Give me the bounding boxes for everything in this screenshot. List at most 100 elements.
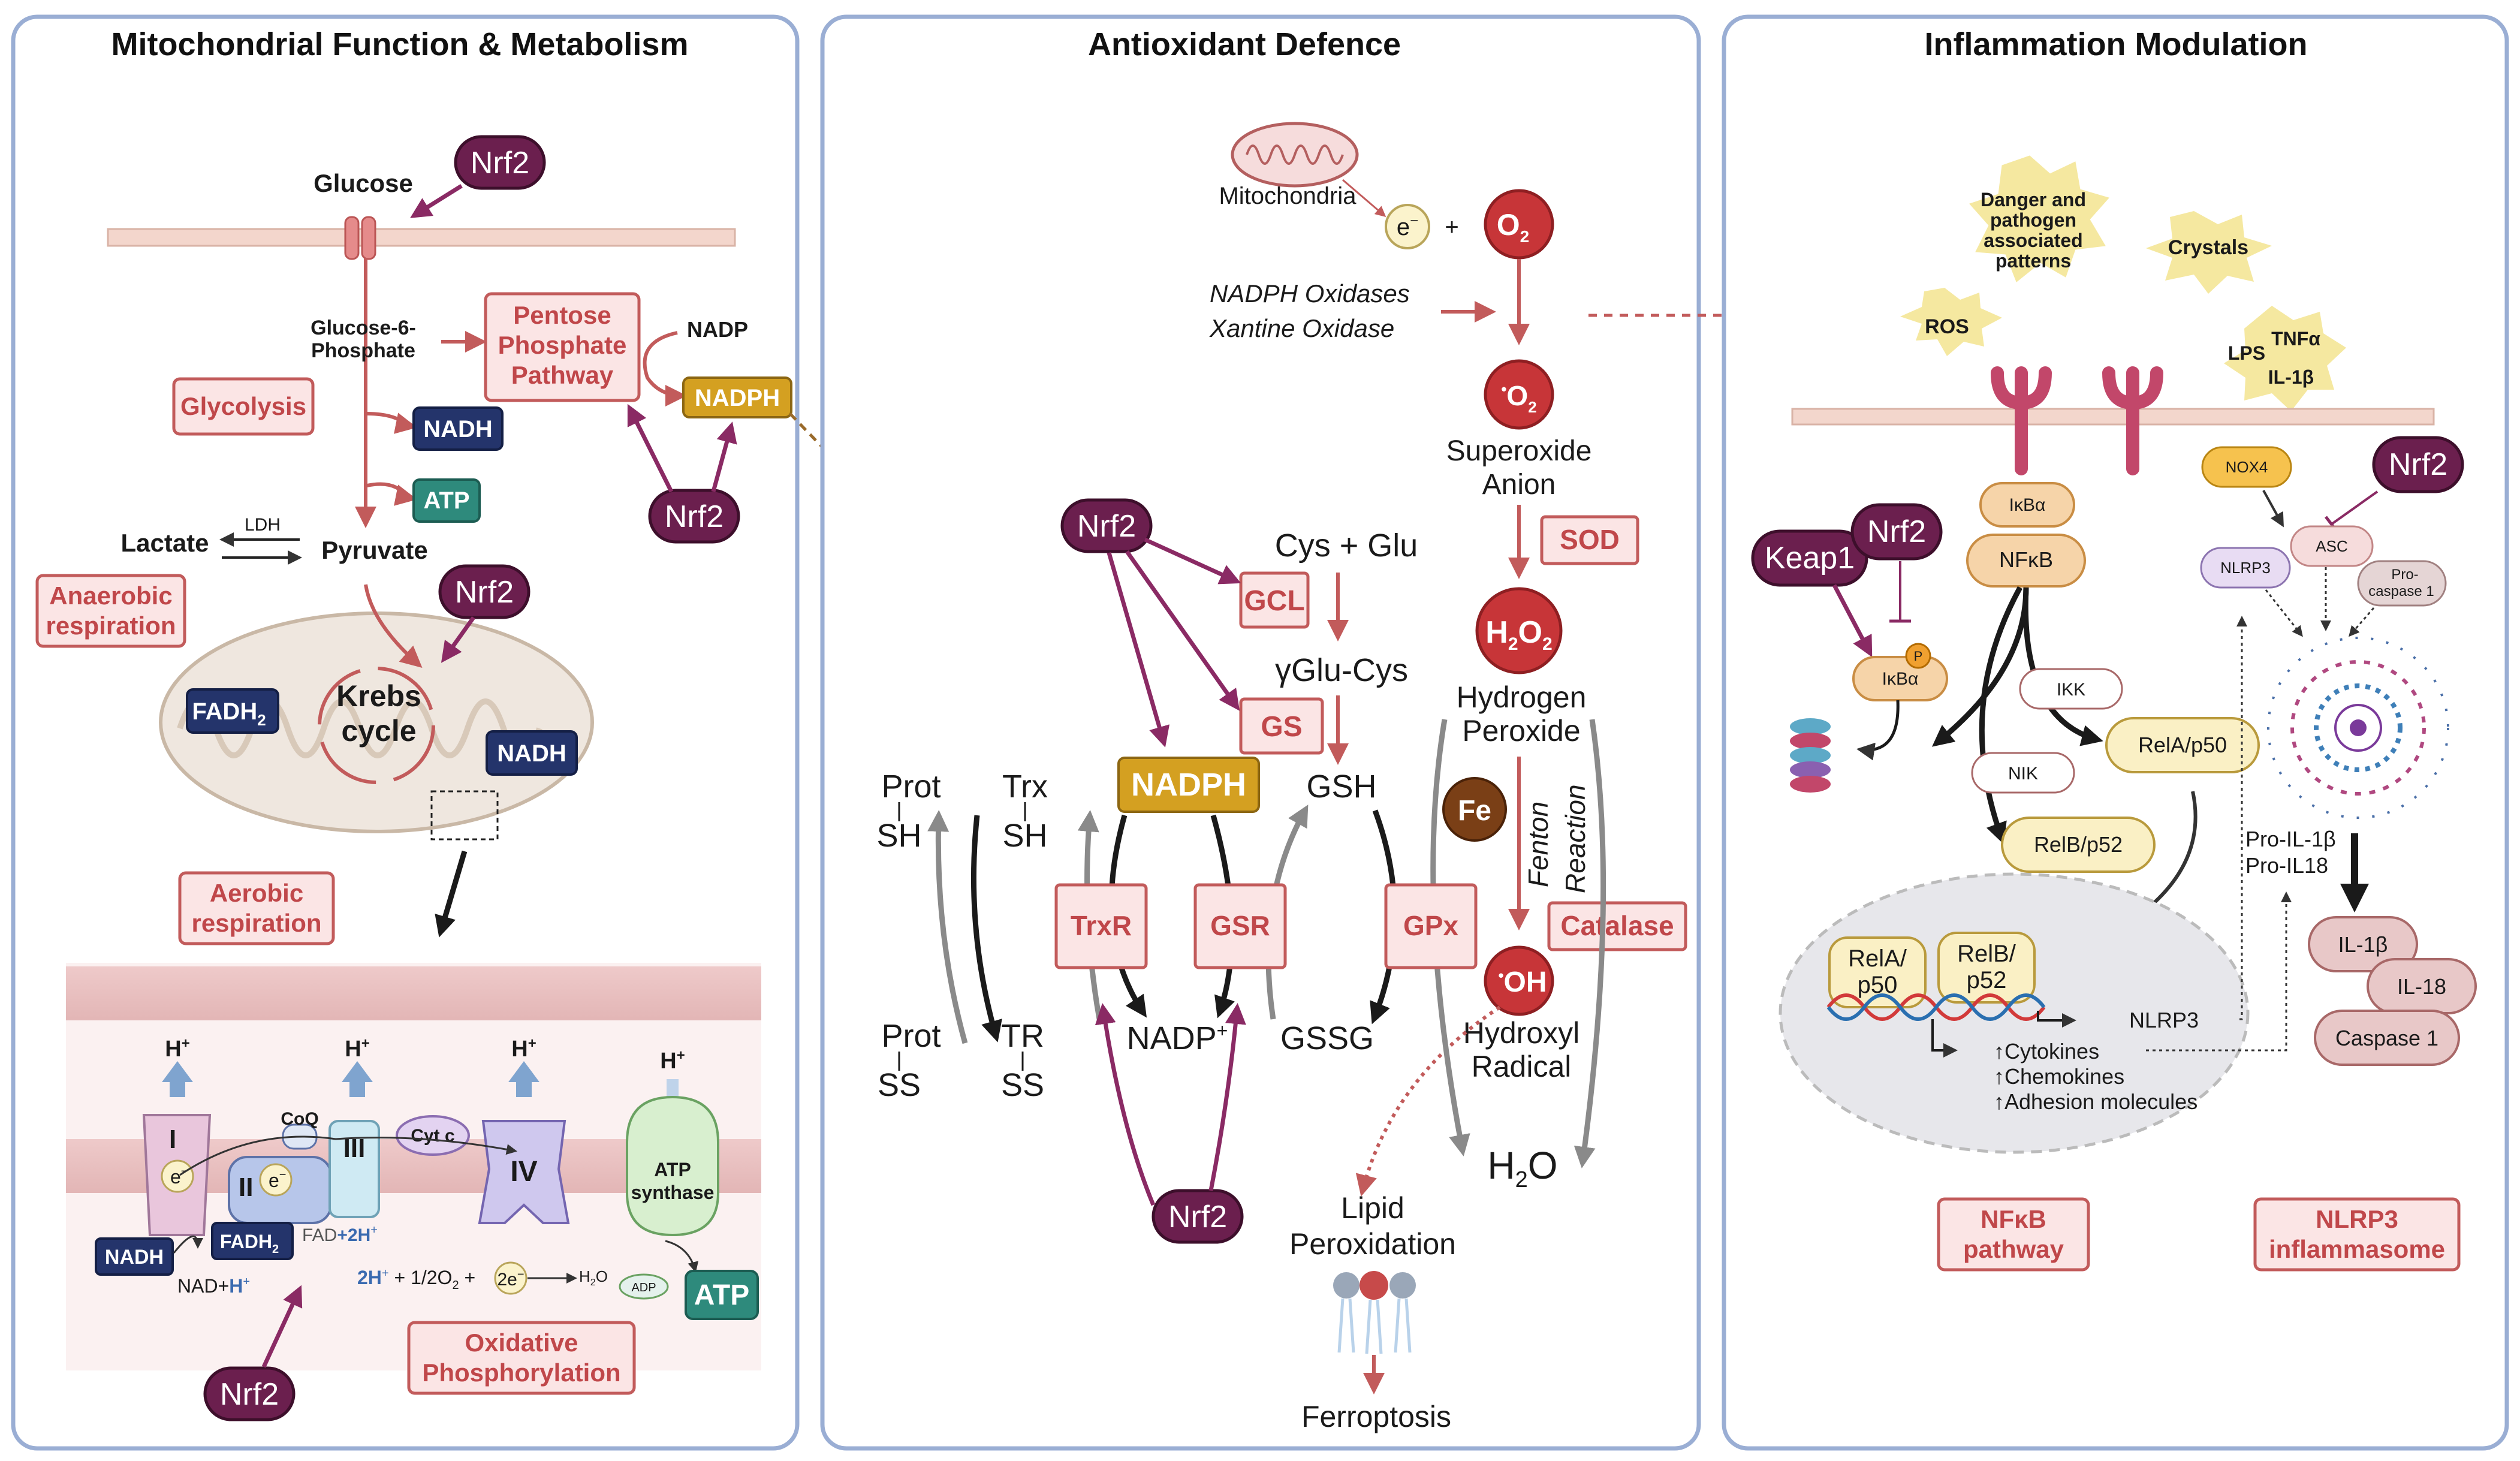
svg-text:NADH: NADH xyxy=(423,416,493,442)
svg-text:IκBα: IκBα xyxy=(1882,669,1919,689)
svg-text:RelA/: RelA/ xyxy=(1848,945,1907,972)
nrf2-badge-krebs: Nrf2 xyxy=(438,564,530,619)
oxphos-box: Oxidative Phosphorylation xyxy=(407,1321,636,1395)
nadph-oxidases-label: NADPH Oxidases xyxy=(1210,279,1410,308)
svg-text:Aerobic: Aerobic xyxy=(210,879,303,907)
superoxide-label-2: Anion xyxy=(1482,469,1556,501)
lactate-label: Lactate xyxy=(120,529,209,557)
svg-text:Phosphate: Phosphate xyxy=(498,331,627,359)
nrf2-badge-antiox-bottom: Nrf2 xyxy=(1152,1189,1244,1244)
svg-text:Nrf2: Nrf2 xyxy=(665,499,724,534)
svg-text:IL-1β: IL-1β xyxy=(2268,366,2314,388)
svg-text:I: I xyxy=(169,1125,176,1154)
svg-text:Nrf2: Nrf2 xyxy=(1077,509,1136,544)
ferroptosis-label: Ferroptosis xyxy=(1301,1400,1451,1433)
fenton-label-2: Reaction xyxy=(1560,784,1591,893)
prot-ss-2: SS xyxy=(878,1067,921,1103)
prot-ss-1: Prot xyxy=(881,1018,941,1054)
hplus-label-1: H+ xyxy=(165,1035,189,1062)
rela-p50-pill: RelA/p50 xyxy=(2105,717,2260,773)
svg-text:inflammasome: inflammasome xyxy=(2269,1235,2445,1263)
svg-text:Pentose: Pentose xyxy=(513,301,611,329)
svg-text:Oxidative: Oxidative xyxy=(465,1329,578,1357)
svg-text:caspase 1: caspase 1 xyxy=(2368,583,2434,600)
panel-mitochondrial: Mitochondrial Function & Metabolism Gluc… xyxy=(11,14,800,1451)
cell-membrane xyxy=(107,228,736,247)
svg-text:FADH2: FADH2 xyxy=(220,1231,279,1256)
crystals-star: Crystals xyxy=(2146,211,2272,294)
nadph-badge-antiox: NADPH xyxy=(1117,757,1260,813)
g6p-label-2: Phosphate xyxy=(311,339,415,362)
hydrogen-label-2: Peroxide xyxy=(1462,714,1580,748)
svg-text:IL-18: IL-18 xyxy=(2397,974,2446,999)
complex-iv: IV xyxy=(478,1120,570,1224)
nrf2-badge-ppp: Nrf2 xyxy=(648,489,740,544)
cytokines-label: ↑Cytokines xyxy=(1994,1039,2099,1064)
relb-dna-bound: RelB/ p52 xyxy=(1937,932,2036,1004)
svg-text:II: II xyxy=(239,1173,253,1202)
svg-text:GSR: GSR xyxy=(1210,910,1270,941)
nadh-badge-3: NADH xyxy=(95,1237,174,1276)
adhesion-label: ↑Adhesion molecules xyxy=(1994,1089,2198,1114)
adp-shape xyxy=(619,1273,669,1300)
nfkb-pathway-box: NFκB pathway xyxy=(1937,1197,2090,1272)
hplus-label-3: H+ xyxy=(511,1035,536,1062)
svg-text:NADPH: NADPH xyxy=(1131,767,1246,803)
eq-2e: 2e− xyxy=(497,1268,524,1290)
svg-text:•OH: •OH xyxy=(1498,966,1547,998)
svg-text:O2: O2 xyxy=(1497,208,1529,246)
svg-text:Crystals: Crystals xyxy=(2168,236,2248,259)
svg-text:NFκB: NFκB xyxy=(1981,1205,2046,1233)
svg-text:IL-1β: IL-1β xyxy=(2338,932,2388,957)
svg-text:LPS: LPS xyxy=(2228,342,2265,364)
svg-text:Danger and: Danger and xyxy=(1981,189,2086,210)
receptor-2 xyxy=(2102,366,2163,475)
plus-sign: + xyxy=(1445,214,1458,240)
inflammasome-icon xyxy=(2267,637,2449,819)
svg-text:NOX4: NOX4 xyxy=(2226,458,2268,476)
nrf2-badge-antiox-top: Nrf2 xyxy=(1060,498,1153,553)
svg-text:Cyt c: Cyt c xyxy=(411,1126,454,1146)
cytokine-star: TNFα LPS IL-1β xyxy=(2224,306,2346,411)
lipid-peroxidation-arrow xyxy=(1355,1005,1501,1197)
nadh-badge-2: NADH xyxy=(486,730,578,776)
nik-label-box: NIK xyxy=(1971,752,2075,794)
svg-text:H2O2: H2O2 xyxy=(1485,615,1552,654)
svg-text:Nrf2: Nrf2 xyxy=(455,575,514,610)
svg-text:synthase: synthase xyxy=(631,1182,715,1203)
svg-text:ATP: ATP xyxy=(654,1159,691,1180)
cys-glu-label: Cys + Glu xyxy=(1275,528,1418,564)
prot-sh-1: Prot xyxy=(881,769,941,805)
cell-membrane-2 xyxy=(1791,408,2435,426)
nrf2-badge-inflam-left: Nrf2 xyxy=(1850,503,1943,561)
aerobic-box: Aerobic respiration xyxy=(178,871,335,945)
chemokines-label: ↑Chemokines xyxy=(1994,1064,2124,1089)
svg-text:Catalase: Catalase xyxy=(1560,910,1674,941)
ldh-label: LDH xyxy=(245,515,281,535)
hydrogen-label-1: Hydrogen xyxy=(1457,680,1587,714)
nlrp3-pill: NLRP3 xyxy=(2200,547,2291,589)
il18-out-pill: IL-18 xyxy=(2367,958,2477,1014)
ikba-phospho: IκBα P xyxy=(1852,643,1948,701)
mitochondria-icon xyxy=(1231,122,1359,188)
svg-text:NLRP3: NLRP3 xyxy=(2220,559,2271,577)
fad-label: FAD+2H+ xyxy=(302,1224,378,1245)
svg-text:Pathway: Pathway xyxy=(511,361,614,389)
dna-helix xyxy=(1826,993,2046,1021)
pro-il1b-label: Pro-IL-1β xyxy=(2245,827,2336,851)
h2o2-circle: H2O2 xyxy=(1475,587,1563,674)
fadh2-badge-2: FADH2 xyxy=(211,1222,294,1260)
svg-text:e−: e− xyxy=(269,1168,286,1191)
relb-p52-pill: RelB/p52 xyxy=(2001,817,2156,873)
glucose-label: Glucose xyxy=(314,169,413,197)
svg-text:Nrf2: Nrf2 xyxy=(2389,447,2447,482)
asc-pill: ASC xyxy=(2290,525,2374,567)
fadh2-badge: FADH2 xyxy=(186,688,279,734)
procaspase-pill: Pro- caspase 1 xyxy=(2357,560,2447,607)
keap1-badge: Keap1 xyxy=(1751,529,1868,587)
svg-text:GPx: GPx xyxy=(1403,910,1458,941)
panel-title-antiox: Antioxidant Defence xyxy=(1088,26,1401,62)
cytc-shape: Cyt c xyxy=(396,1115,470,1156)
panel-title-inflam: Inflammation Modulation xyxy=(1925,26,2308,62)
